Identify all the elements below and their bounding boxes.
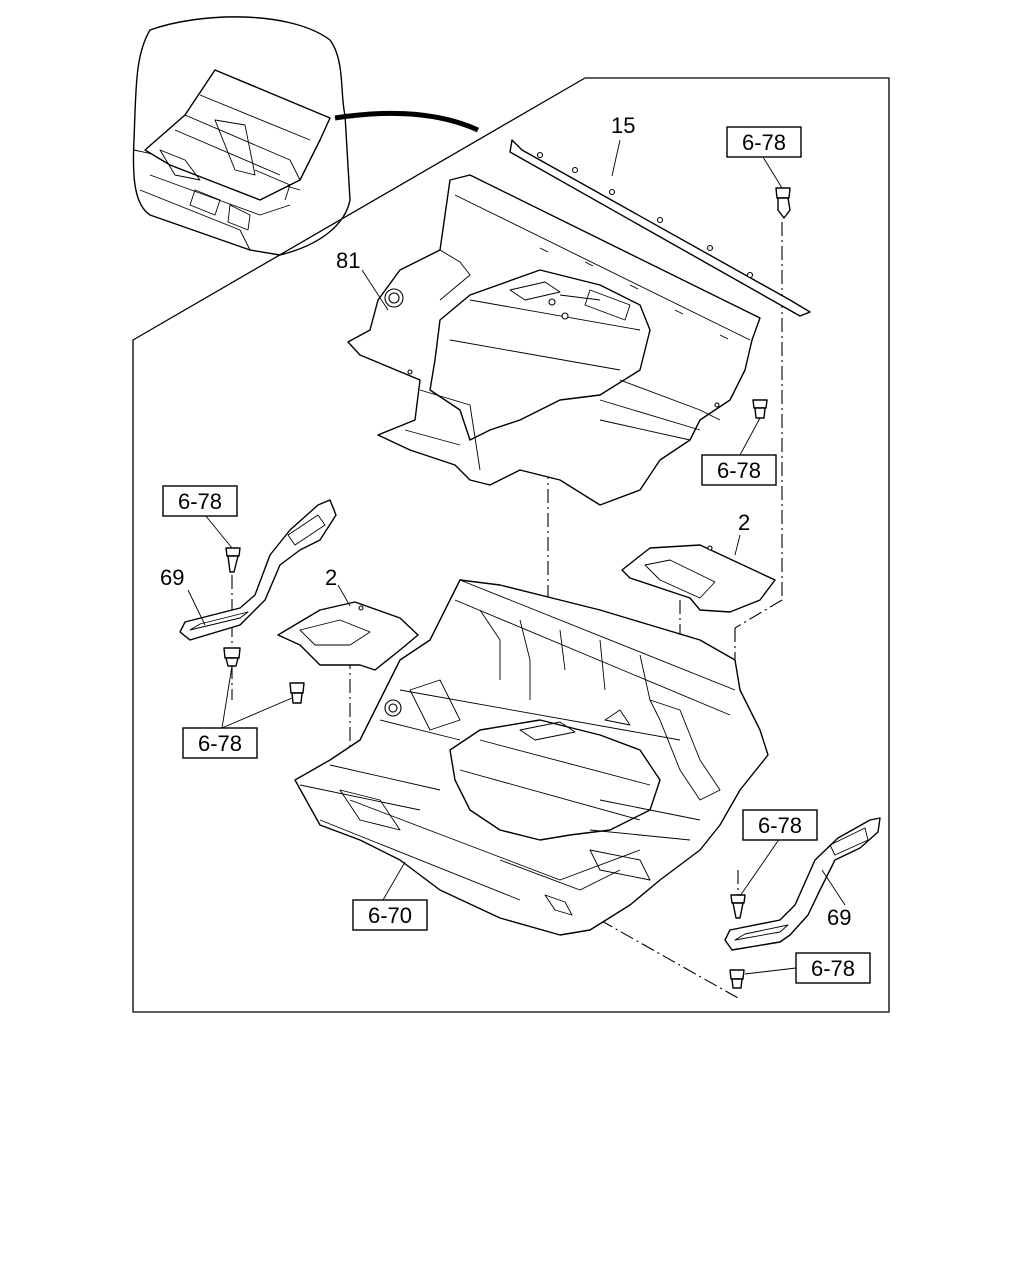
detail-frame: [132, 77, 890, 1013]
leader-lines: [187, 139, 846, 975]
label-part-69-right: 69: [827, 905, 851, 930]
svg-text:6-78: 6-78: [717, 458, 761, 483]
svg-text:6-70: 6-70: [368, 903, 412, 928]
clip-left-mid: [223, 647, 241, 667]
reference-box-bottom-right: 6-78: [795, 952, 871, 984]
reference-box-left-lower: 6-78: [182, 727, 258, 759]
cab-overview-illustration: [132, 16, 480, 256]
reference-box-left-upper: 6-78: [162, 485, 238, 517]
reference-box-mid-right: 6-78: [701, 454, 777, 486]
clip-left-upper: [225, 547, 241, 573]
reference-box-top-right: 6-78: [726, 126, 802, 158]
part-2-left-panel: [277, 601, 419, 671]
part-69-left-step: [179, 499, 337, 641]
callout-labels: 15 81 2 2 69 69: [160, 113, 851, 930]
svg-text:6-78: 6-78: [758, 813, 802, 838]
fastener-clips: [223, 187, 791, 989]
floor-assembly: [294, 579, 769, 936]
clip-top-right: [775, 187, 791, 219]
label-part-2-right: 2: [738, 510, 750, 535]
svg-text:6-78: 6-78: [178, 489, 222, 514]
label-part-2-left: 2: [325, 565, 337, 590]
clip-left-lower: [289, 682, 305, 704]
clip-bottom-right: [729, 969, 745, 989]
label-part-15: 15: [611, 113, 635, 138]
svg-text:6-78: 6-78: [742, 130, 786, 155]
part-69-right-step: [724, 817, 881, 951]
reference-box-right-lower: 6-78: [742, 809, 818, 841]
clip-right-lower: [730, 894, 746, 919]
part-2-right-panel: [621, 544, 776, 613]
label-part-69-left: 69: [160, 565, 184, 590]
reference-box-floor: 6-70: [352, 899, 428, 931]
svg-text:6-78: 6-78: [198, 731, 242, 756]
part-81-floor-mat: [347, 174, 761, 506]
part-15-strip: [509, 139, 811, 317]
label-part-81: 81: [336, 248, 360, 273]
svg-text:6-78: 6-78: [811, 956, 855, 981]
clip-mid-right: [752, 399, 768, 419]
